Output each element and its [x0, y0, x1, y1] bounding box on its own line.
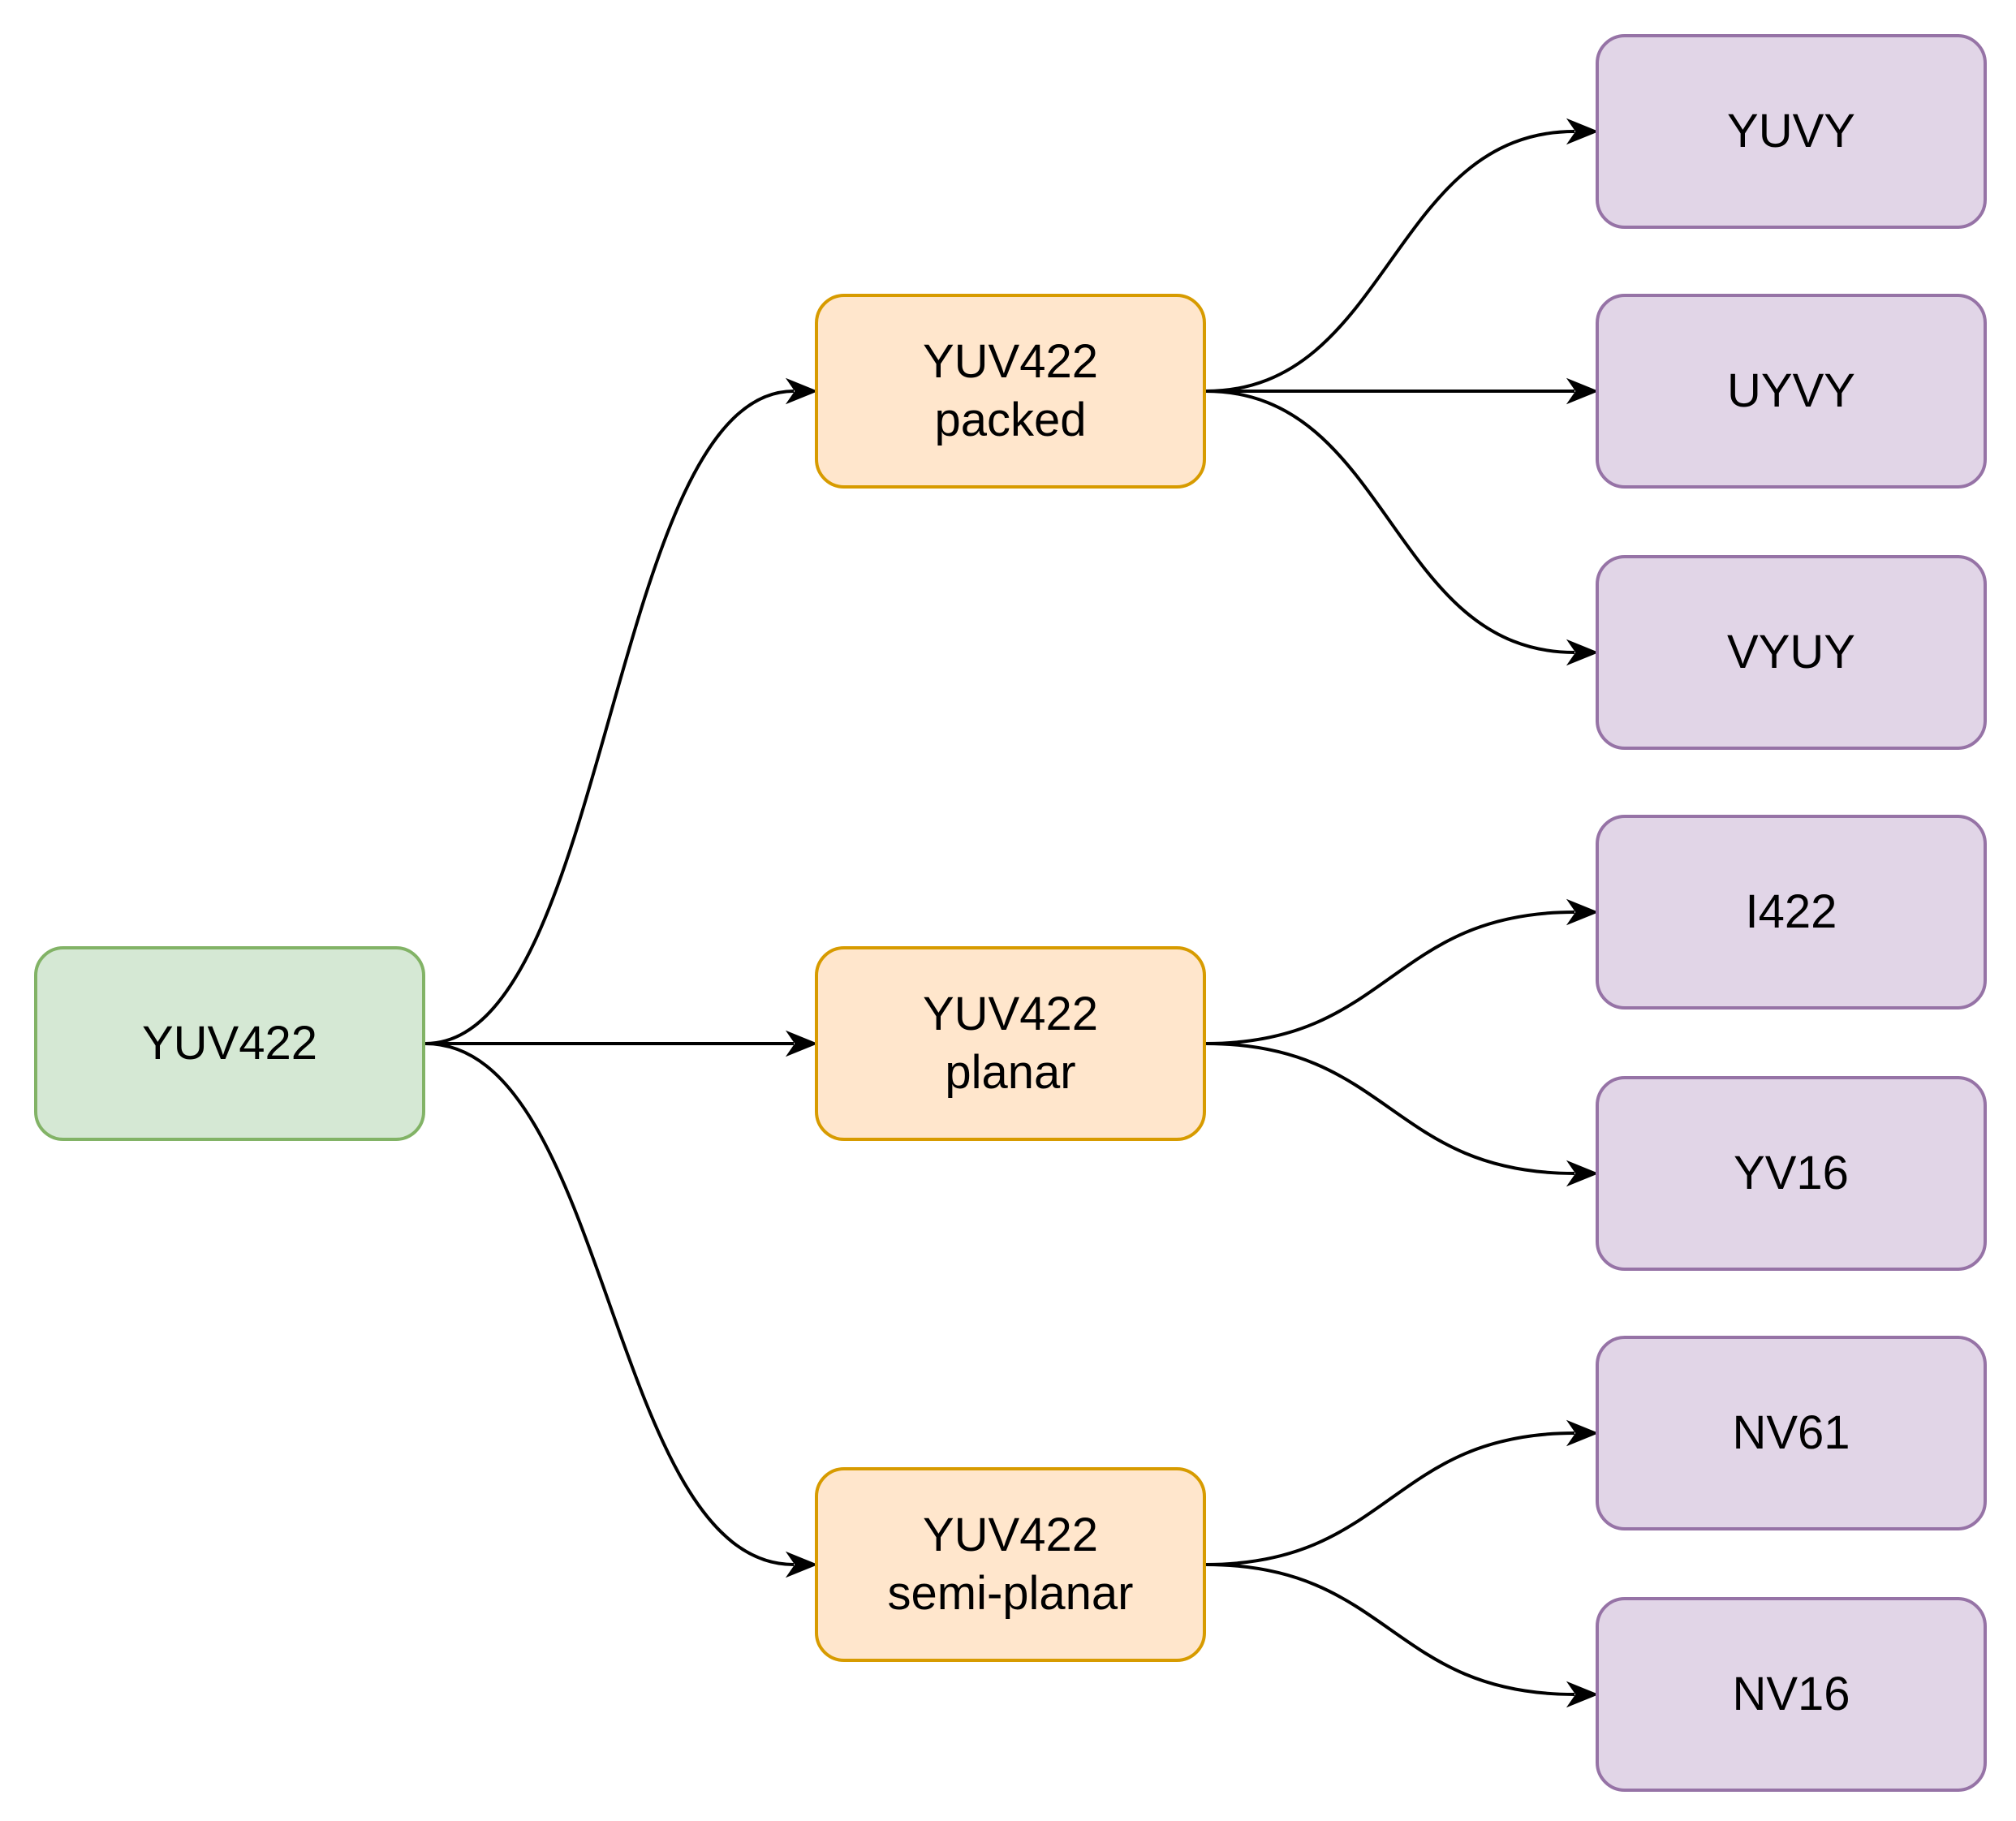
edge-packed-to-yuvy [1205, 130, 1575, 393]
node-nv16: NV16 [1596, 1597, 1987, 1792]
edge-planar-to-yv16 [1205, 1042, 1575, 1175]
node-label-line: YUV422 [141, 1017, 318, 1070]
node-label-line: YUV422 [922, 1509, 1099, 1561]
arrowhead-nv16 [1566, 1681, 1599, 1708]
edge-semi_planar-to-nv61 [1205, 1431, 1575, 1566]
node-yuv422-root: YUV422 [34, 946, 425, 1141]
node-label-line: UYVY [1727, 364, 1855, 417]
node-i422: I422 [1596, 815, 1987, 1010]
arrowhead-yv16 [1566, 1160, 1599, 1187]
edge-semi_planar-to-nv16 [1205, 1563, 1575, 1696]
node-yuvy: YUVY [1596, 34, 1987, 229]
node-label-line: packed [934, 394, 1087, 446]
node-label-line: VYUY [1727, 626, 1855, 678]
arrowhead-packed [785, 377, 818, 405]
node-yuv422-planar: YUV422 planar [815, 946, 1206, 1141]
arrowhead-uyvy [1566, 377, 1599, 405]
edge-root-to-semi_planar [424, 1042, 795, 1566]
arrowhead-nv61 [1566, 1419, 1599, 1447]
node-label-line: YUV422 [922, 988, 1099, 1040]
node-vyuy: VYUY [1596, 555, 1987, 750]
node-label-line: semi-planar [887, 1567, 1134, 1620]
arrowhead-vyuy [1566, 639, 1599, 666]
edge-planar-to-i422 [1205, 910, 1575, 1045]
node-nv61: NV61 [1596, 1336, 1987, 1530]
node-label-line: YUVY [1727, 105, 1855, 157]
node-yuv422-semi-planar: YUV422 semi-planar [815, 1467, 1206, 1662]
node-label-line: I422 [1745, 885, 1837, 938]
node-yuv422-packed: YUV422 packed [815, 294, 1206, 489]
node-uyvy: UYVY [1596, 294, 1987, 489]
edge-packed-to-vyuy [1205, 390, 1575, 654]
node-yv16: YV16 [1596, 1076, 1987, 1271]
arrowhead-planar [785, 1030, 818, 1057]
edge-root-to-packed [424, 390, 795, 1045]
arrowhead-i422 [1566, 898, 1599, 926]
node-label-line: YV16 [1734, 1147, 1849, 1199]
node-label-line: NV16 [1732, 1668, 1850, 1720]
arrowhead-semi_planar [785, 1551, 818, 1578]
node-label-line: YUV422 [922, 335, 1099, 388]
node-label-line: NV61 [1732, 1406, 1850, 1459]
arrowhead-yuvy [1566, 118, 1599, 145]
node-label-line: planar [945, 1046, 1076, 1099]
